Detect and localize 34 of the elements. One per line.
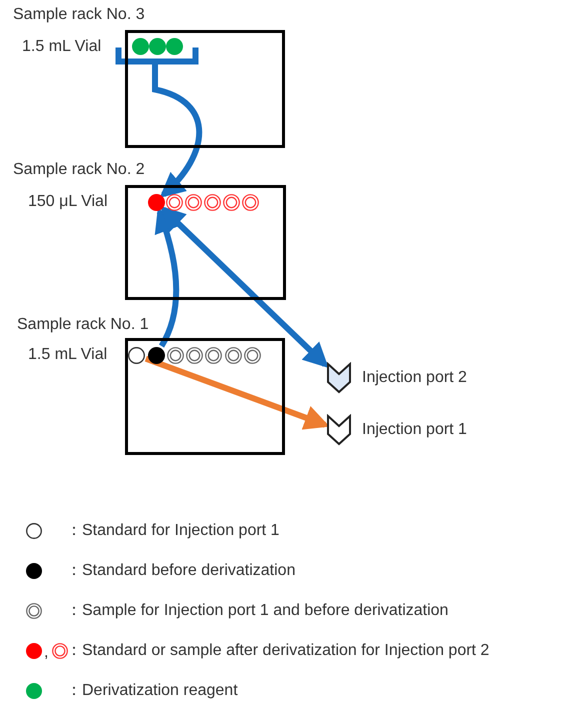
vial-icon bbox=[126, 346, 146, 364]
port-label: Injection port 1 bbox=[362, 420, 467, 440]
vial-icon bbox=[222, 192, 240, 212]
legend-separator: , bbox=[44, 643, 48, 663]
vial-icon bbox=[148, 36, 166, 56]
legend-text: ：Standard or sample after derivatization for Injection port 2 bbox=[66, 641, 490, 661]
arrow bbox=[154, 207, 180, 348]
vial-icon bbox=[204, 346, 222, 364]
legend-text: ：Derivatization reagent bbox=[66, 681, 238, 701]
legend-text: ：Standard for Injection port 1 bbox=[66, 521, 280, 541]
rack-title: Sample rack No. 2 bbox=[13, 160, 145, 180]
vial-icon bbox=[130, 36, 150, 56]
vial-size-label: 1.5 mL Vial bbox=[22, 37, 102, 57]
vial-icon bbox=[166, 346, 184, 364]
vial-icon bbox=[224, 346, 242, 364]
vial-icon bbox=[184, 346, 204, 364]
vial-icon bbox=[242, 346, 262, 364]
vial-icon bbox=[202, 192, 222, 212]
rack-title: Sample rack No. 1 bbox=[17, 315, 149, 335]
vial-size-label: 150 μL Vial bbox=[28, 192, 108, 212]
legend-text: ：Sample for Injection port 1 and before derivatization bbox=[66, 601, 448, 621]
vial-icon bbox=[240, 192, 260, 212]
arrow bbox=[144, 356, 330, 430]
rack-title: Sample rack No. 3 bbox=[13, 5, 145, 25]
vial-size-label: 1.5 mL Vial bbox=[28, 345, 108, 365]
vial-icon bbox=[164, 192, 184, 212]
vial-icon bbox=[146, 192, 166, 212]
arrow bbox=[160, 206, 329, 368]
port-label: Injection port 2 bbox=[362, 368, 467, 388]
vial-icon bbox=[146, 346, 166, 364]
vial-icon bbox=[184, 192, 202, 212]
bracket-arrow bbox=[116, 44, 202, 198]
vial-icon bbox=[164, 36, 184, 56]
legend-text: ：Standard before derivatization bbox=[66, 561, 296, 581]
